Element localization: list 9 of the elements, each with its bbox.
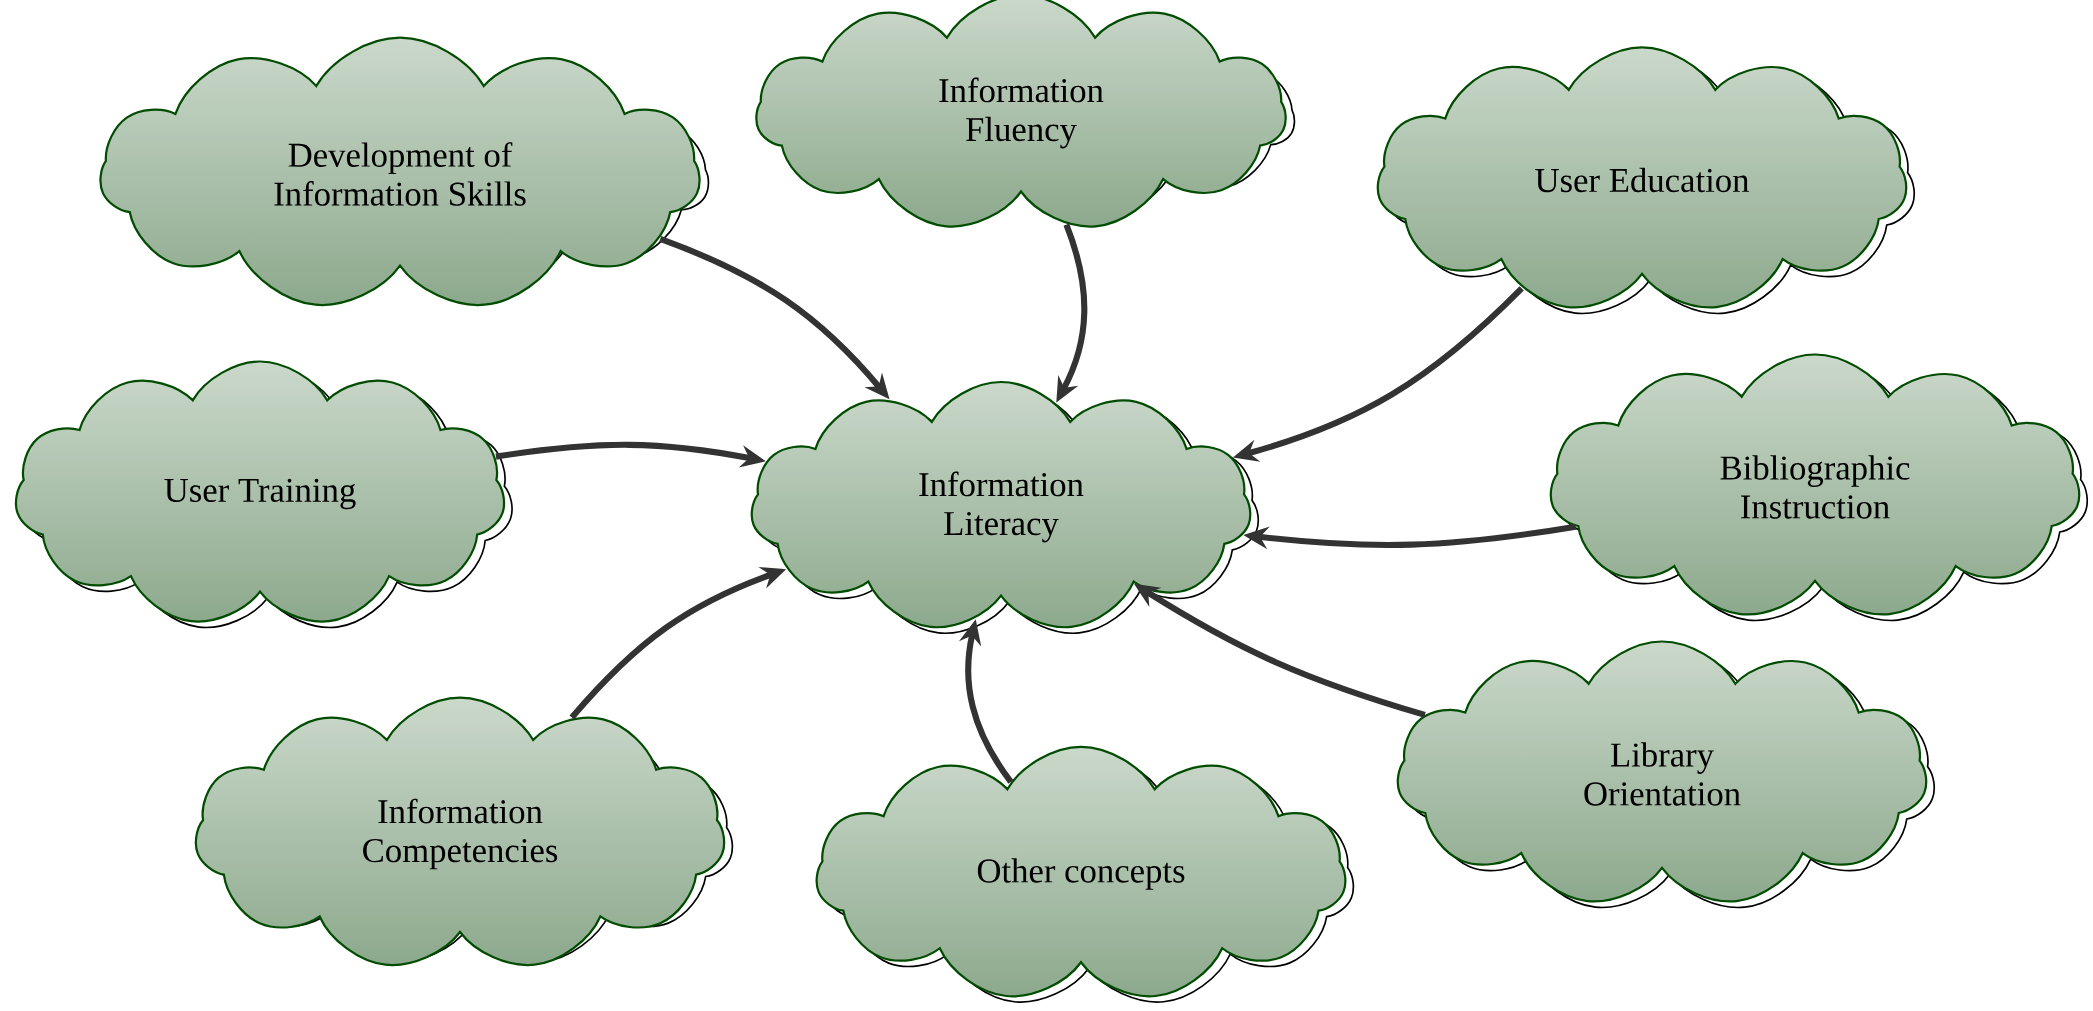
cloud-node: Information Competencies <box>194 696 734 967</box>
cloud-node: Development of Information Skills <box>99 36 710 307</box>
cloud-node: Information Fluency <box>755 0 1296 228</box>
cloud-node: Bibliographic Instruction <box>1549 353 2089 622</box>
cloud-node: Information Literacy <box>750 380 1260 635</box>
cloud-node: User Training <box>14 360 513 629</box>
cloud-node: Other concepts <box>815 745 1355 1003</box>
cloud-node: User Education <box>1376 46 1916 315</box>
cloud-node: Library Orientation <box>1396 640 1936 909</box>
